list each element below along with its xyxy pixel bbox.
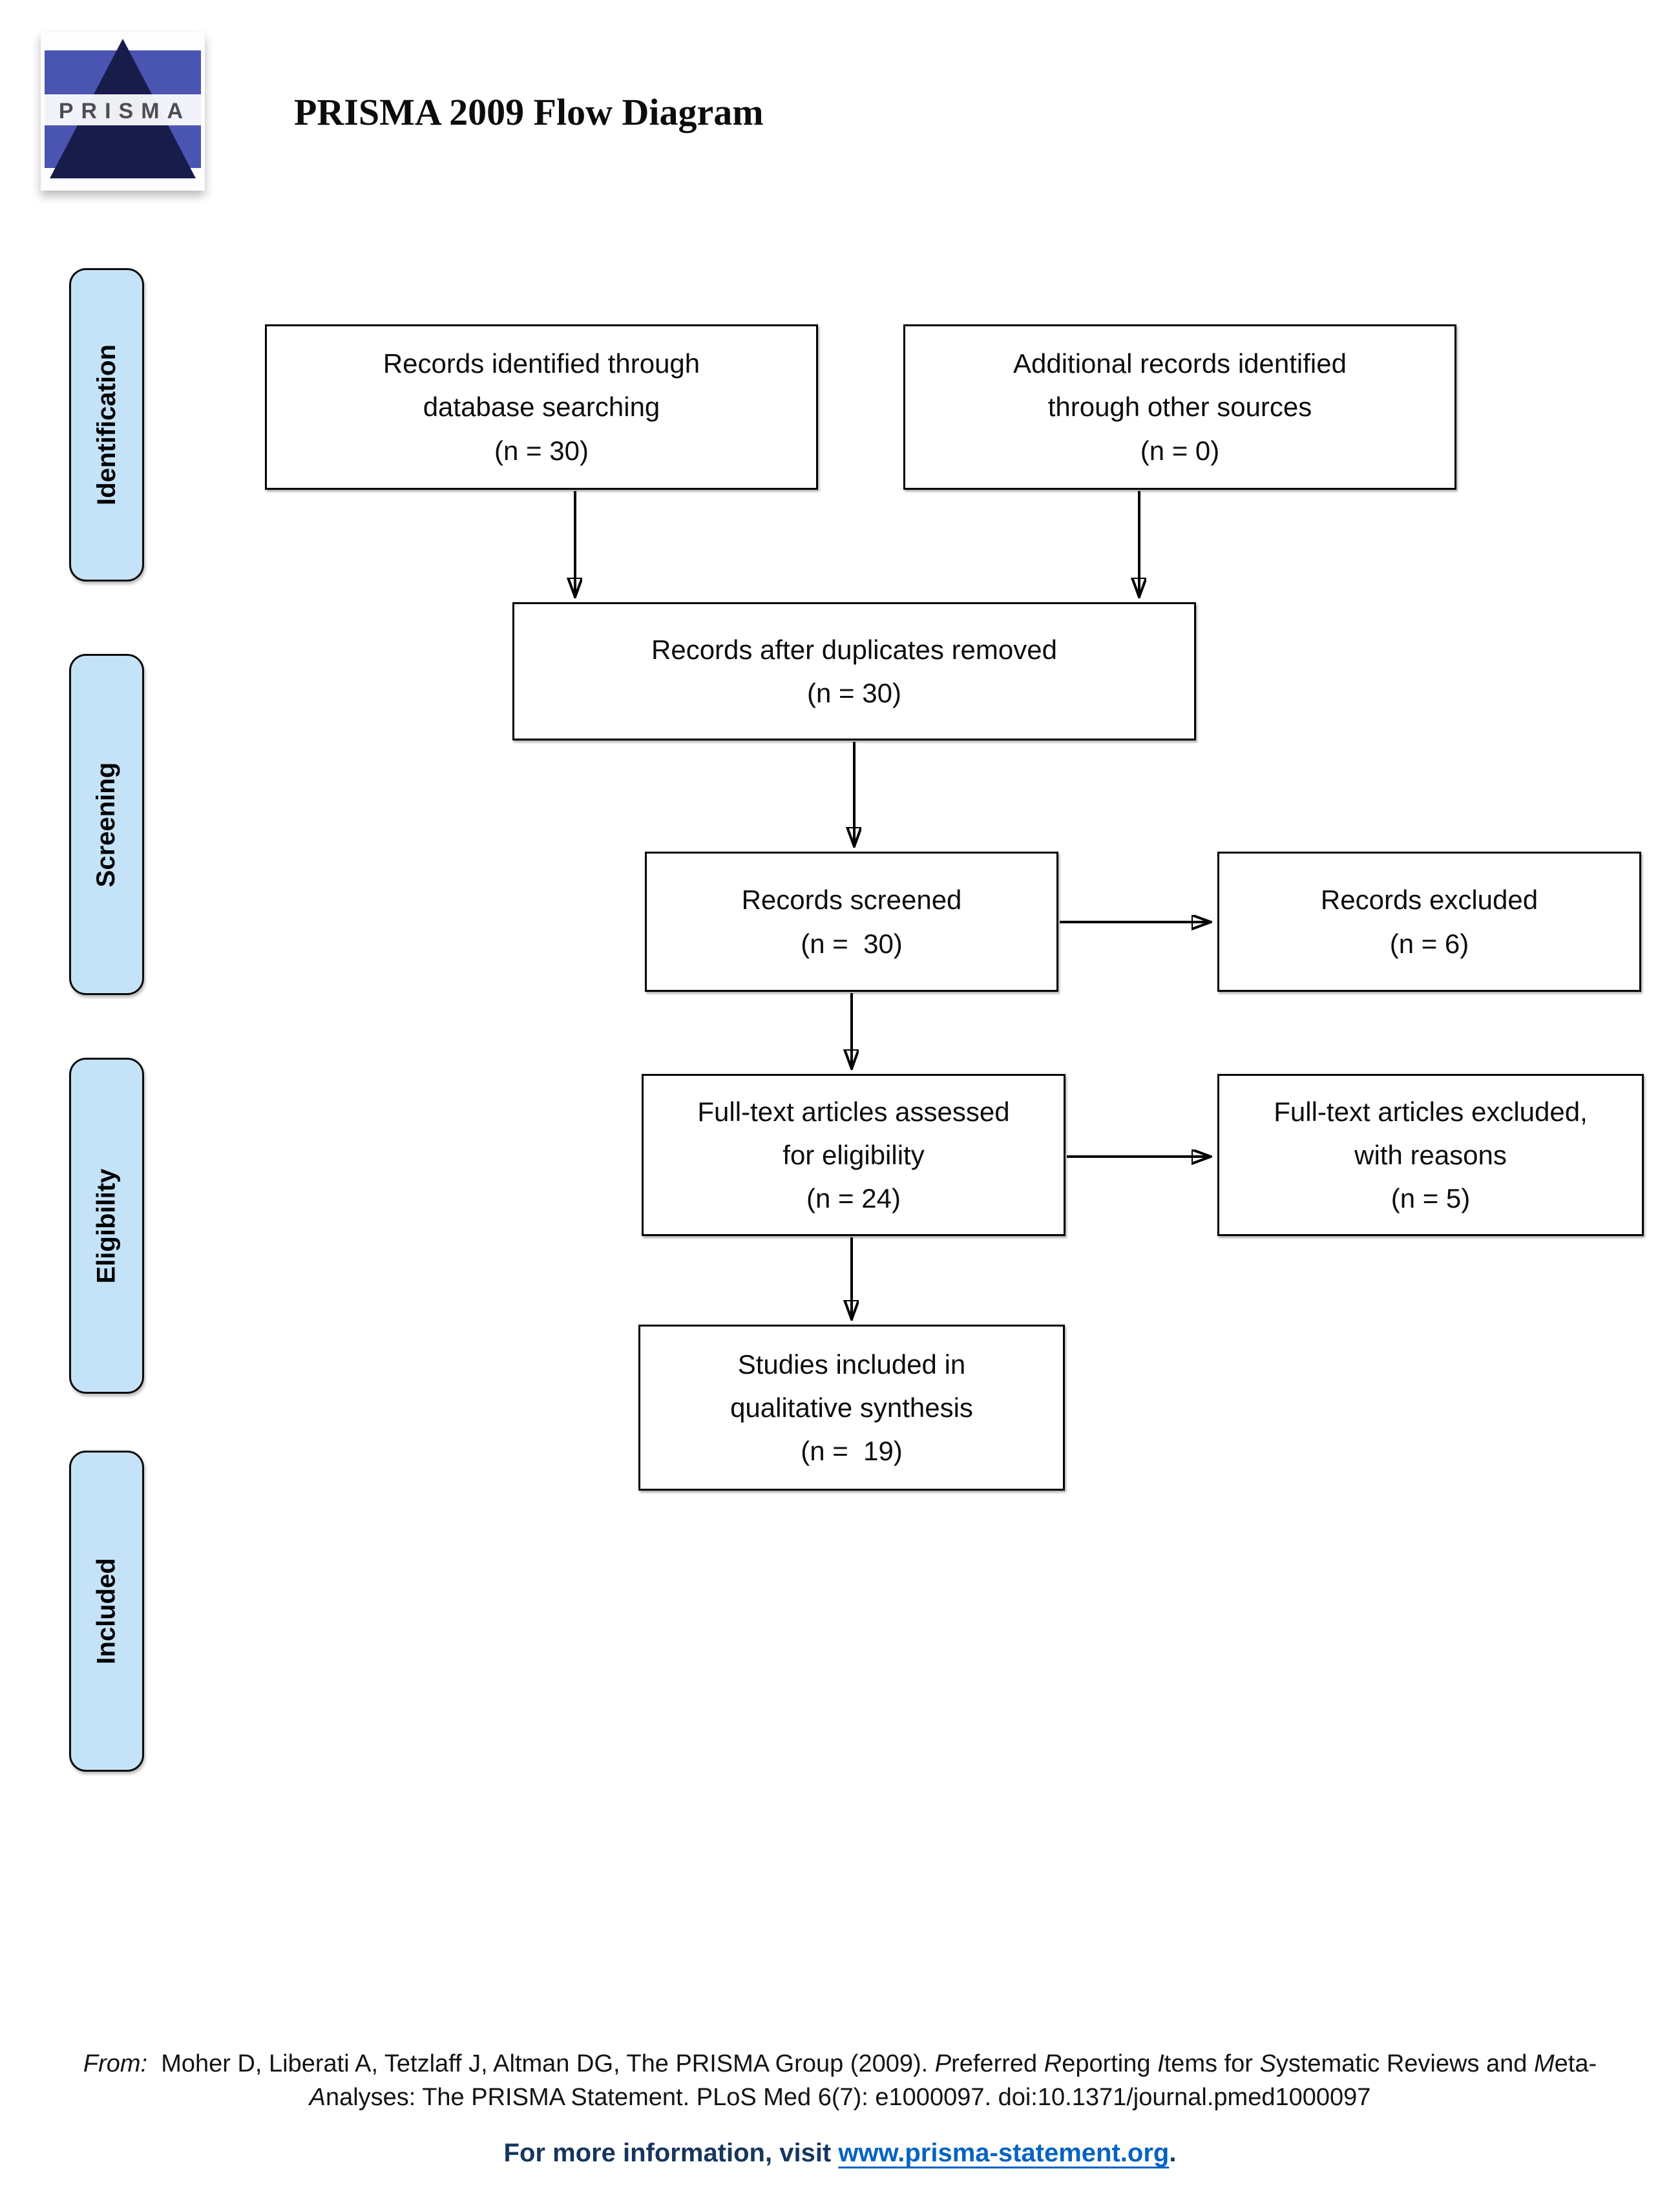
- box-text-line: database searching: [423, 392, 660, 423]
- stage-label-text: Included: [92, 1558, 121, 1664]
- box-count-line: (n = 5): [1391, 1183, 1471, 1214]
- stage-label-text: Eligibility: [92, 1168, 121, 1283]
- citation-text: From: Moher D, Liberati A, Tetzlaff J, A…: [83, 2050, 1597, 2112]
- box-text-line: qualitative synthesis: [730, 1392, 973, 1423]
- stage-label-text: Screening: [92, 762, 121, 887]
- stage-label-screening: Screening: [69, 654, 144, 995]
- box-count-line: (n = 0): [1140, 435, 1220, 466]
- box-records-identified-database: Records identified through database sear…: [265, 324, 818, 490]
- box-additional-records-other-sources: Additional records identified through ot…: [903, 324, 1456, 490]
- box-studies-included-qualitative: Studies included in qualitative synthesi…: [638, 1325, 1065, 1491]
- stage-label-included: Included: [69, 1451, 144, 1772]
- box-text-line: Records screened: [741, 885, 962, 916]
- box-text-line: Additional records identified: [1013, 348, 1347, 379]
- box-count-line: (n = 30): [807, 678, 901, 708]
- box-count-line: (n = 24): [806, 1183, 901, 1214]
- footer-text: For more information, visit: [503, 2139, 839, 2167]
- box-records-screened: Records screened (n = 30): [645, 852, 1058, 992]
- box-text-line: with reasons: [1354, 1139, 1507, 1170]
- box-fulltext-articles-assessed: Full-text articles assessed for eligibil…: [642, 1074, 1066, 1236]
- stage-label-eligibility: Eligibility: [69, 1058, 144, 1394]
- box-text-line: Records excluded: [1320, 885, 1538, 916]
- box-text-line: Studies included in: [737, 1349, 966, 1380]
- prisma-logo: PRISMA: [41, 32, 205, 191]
- stage-label-text: Identification: [92, 344, 121, 505]
- prisma-logo-graphic: PRISMA: [41, 39, 205, 178]
- page-title: PRISMA 2009 Flow Diagram: [294, 91, 764, 133]
- box-text-line: for eligibility: [782, 1139, 925, 1170]
- logo-text: PRISMA: [59, 99, 191, 123]
- box-text-line: through other sources: [1047, 392, 1312, 423]
- box-text-line: Records identified through: [383, 348, 700, 379]
- footer-suffix: .: [1169, 2139, 1177, 2167]
- stage-label-identification: Identification: [69, 268, 144, 582]
- box-records-excluded: Records excluded (n = 6): [1217, 852, 1641, 992]
- box-fulltext-articles-excluded: Full-text articles excluded, with reason…: [1217, 1074, 1644, 1236]
- box-text-line: Full-text articles assessed: [697, 1096, 1010, 1127]
- box-count-line: (n = 6): [1389, 928, 1469, 959]
- prisma-statement-link[interactable]: www.prisma-statement.org: [838, 2139, 1170, 2167]
- box-text-line: Full-text articles excluded,: [1274, 1096, 1588, 1127]
- footer-info-line: For more information, visit www.prisma-s…: [0, 2139, 1680, 2168]
- box-count-line: (n = 30): [494, 435, 589, 466]
- box-text-line: Records after duplicates removed: [651, 634, 1057, 665]
- box-records-after-duplicates-removed: Records after duplicates removed (n = 30…: [512, 602, 1196, 740]
- box-count-line: (n = 19): [801, 1436, 903, 1467]
- box-count-line: (n = 30): [801, 928, 903, 959]
- logo-band: [41, 94, 205, 125]
